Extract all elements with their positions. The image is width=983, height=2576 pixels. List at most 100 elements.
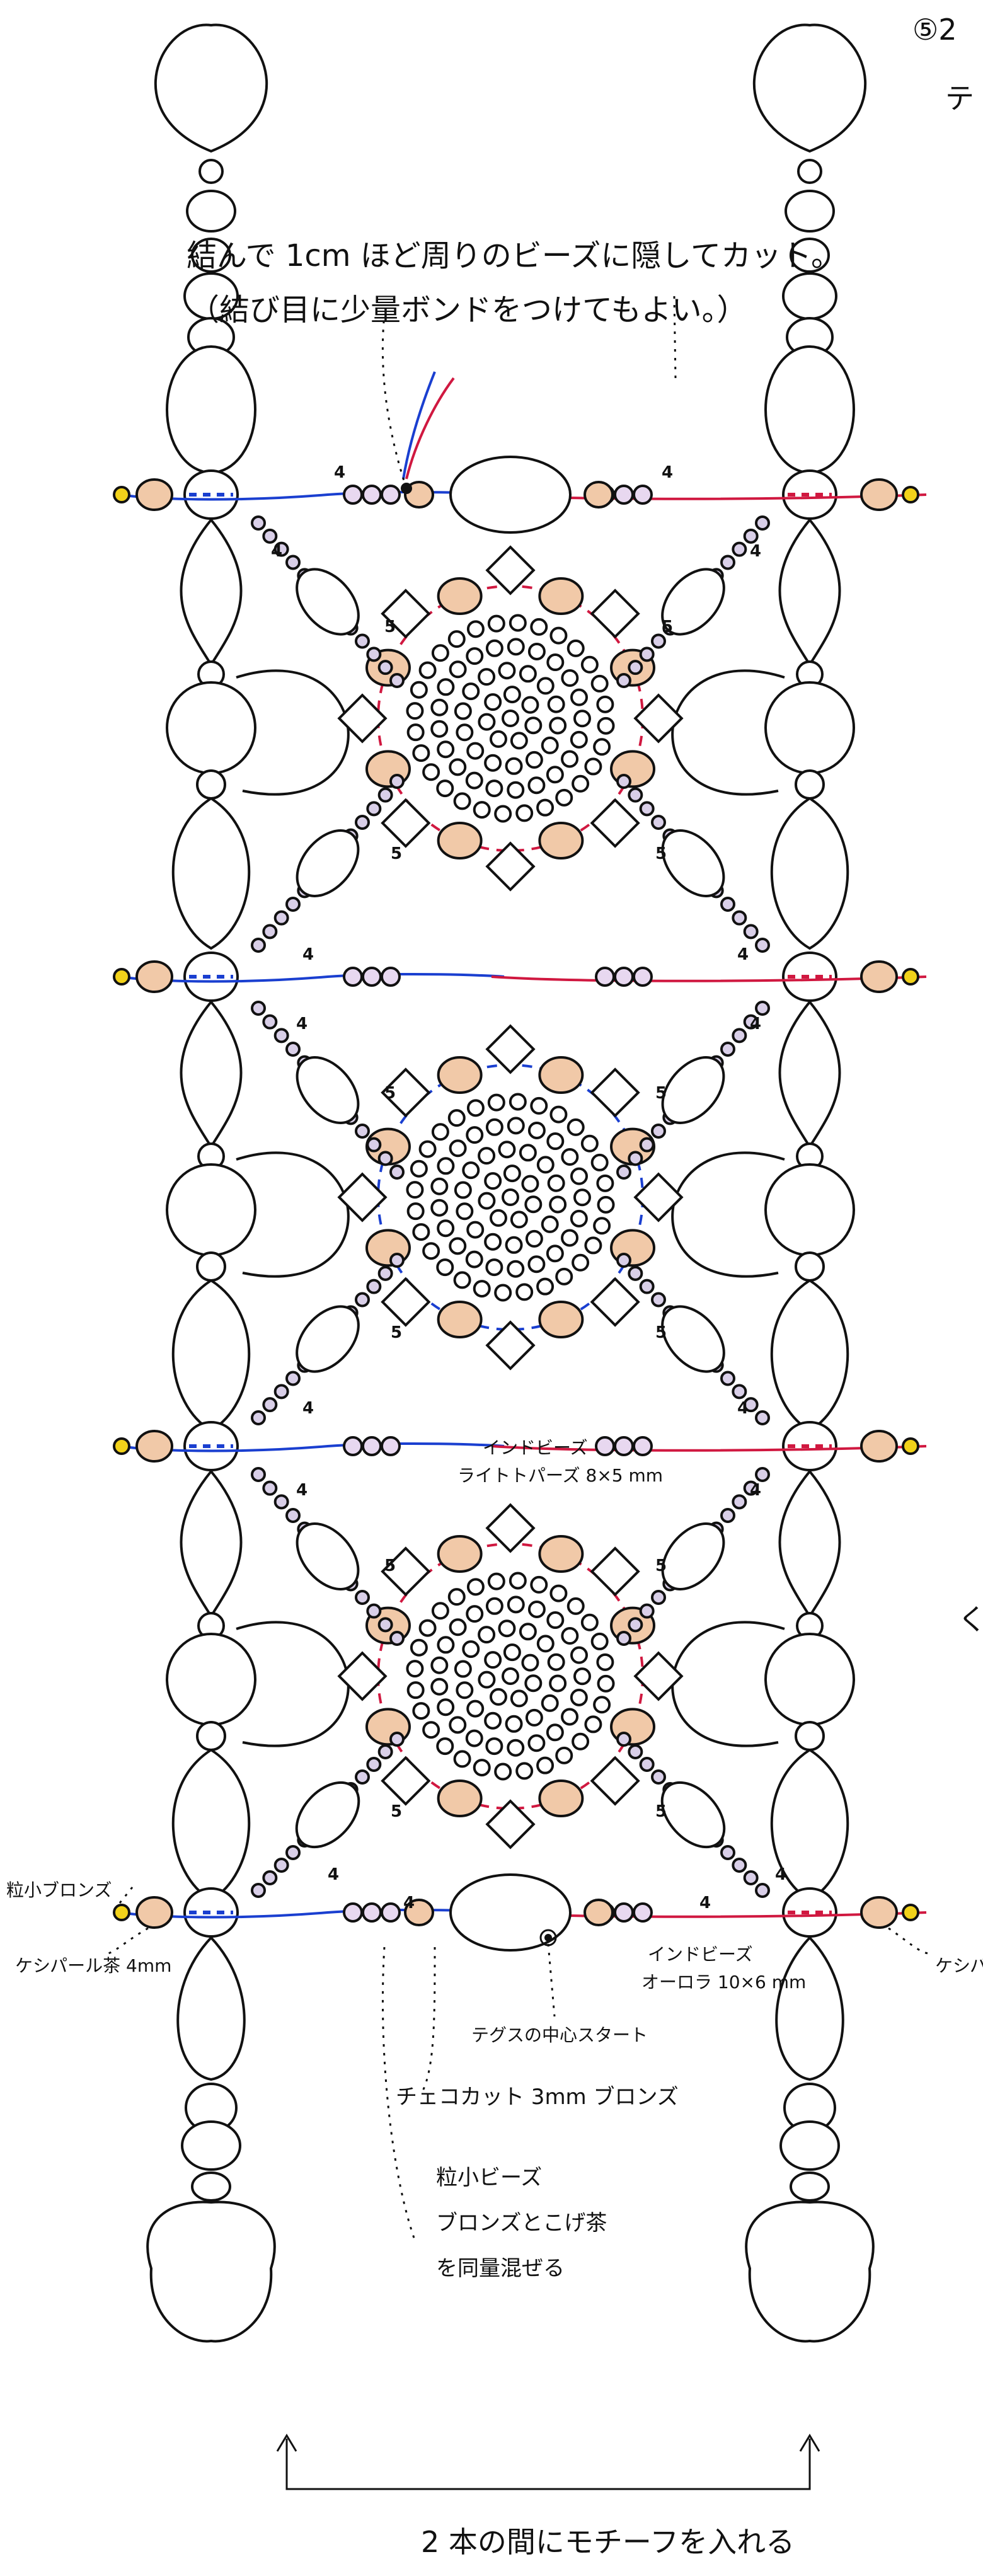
chain-right-connector-bead (782, 1421, 837, 1471)
seed-bead-strand (355, 633, 370, 649)
seed-bead-strand (355, 1590, 370, 1605)
czech-cut-bead (381, 1436, 401, 1456)
crystal-bead (485, 1799, 536, 1849)
chain-left-round (186, 190, 236, 233)
seed-bead (555, 788, 573, 807)
seed-bead (489, 730, 507, 748)
crystal-bead (590, 1277, 640, 1327)
bead-count-label: 4 (750, 1481, 762, 1500)
seed-bead (410, 681, 428, 699)
thread-red (491, 1445, 927, 1452)
seed-bead (536, 677, 555, 695)
chain-right-large-round (764, 681, 855, 774)
seed-bead (593, 1696, 611, 1714)
czech-cut-bead (633, 967, 653, 987)
seed-bead (494, 1762, 512, 1781)
chain-right-ring (671, 669, 785, 796)
chain-left-tassel (146, 2200, 276, 2343)
seed-bead (456, 1681, 474, 1699)
crystal-bead (381, 1546, 431, 1597)
seed-bead-strand (720, 1042, 735, 1057)
seed-bead-strand (732, 1384, 747, 1400)
seed-bead-strand (251, 938, 266, 953)
seed-bead-strand (616, 774, 631, 789)
seed-bead (437, 1698, 455, 1716)
chain-right-round (790, 238, 830, 273)
seed-bead-strand (755, 1001, 770, 1016)
seed-bead-strand (285, 1845, 301, 1860)
india-aurora-bead (449, 1873, 572, 1952)
seed-bead (509, 1093, 527, 1111)
seed-bead (430, 698, 449, 716)
thread-red (491, 975, 927, 982)
small-bronze-bead (902, 1904, 919, 1921)
seed-bead (530, 1575, 548, 1594)
seed-bead (547, 695, 565, 713)
seed-bead-strand (720, 1845, 735, 1860)
czech-cut-bead (633, 1436, 653, 1456)
seed-bead (430, 1199, 449, 1217)
seed-bead (570, 1646, 589, 1664)
seed-bead-strand (285, 1042, 301, 1057)
seed-bead (510, 1689, 528, 1708)
czech-cut-bead (614, 1902, 634, 1923)
seed-bead-strand (628, 1151, 643, 1166)
thread-blue (119, 490, 505, 501)
seed-bead (505, 1236, 523, 1254)
seed-bead (596, 695, 614, 713)
seed-bead (596, 1653, 614, 1671)
seed-bead (561, 750, 579, 768)
seed-bead (524, 1195, 543, 1214)
seed-bead-strand (262, 528, 278, 544)
seed-bead (590, 1632, 609, 1650)
seed-bead (536, 1635, 555, 1653)
seed-bead-strand (366, 647, 382, 662)
seed-bead (561, 1229, 579, 1247)
seed-bead (561, 1627, 579, 1645)
bead-count-label: 5 (391, 844, 403, 863)
small-bronze-bead (902, 968, 919, 986)
seed-bead (507, 638, 525, 656)
seed-bead (437, 740, 455, 759)
chain-right-large-round (764, 1633, 855, 1726)
seed-bead (437, 1219, 455, 1238)
seed-bead (466, 742, 485, 760)
seed-bead (437, 1636, 455, 1654)
seed-bead-strand (743, 924, 759, 940)
seed-bead (573, 1667, 591, 1686)
seed-bead (422, 1242, 440, 1260)
bead-count-label: 5 (384, 1084, 396, 1103)
czech-cut-bead (633, 485, 653, 505)
seed-bead-strand (628, 787, 643, 803)
india-topaz-bead (538, 1780, 584, 1818)
leader-line (547, 1943, 556, 2017)
accent-bead (583, 481, 614, 509)
seed-bead-strand (273, 1384, 289, 1400)
seed-bead (487, 1093, 505, 1112)
keshi-pearl (860, 1896, 898, 1929)
india-topaz-bead (437, 1055, 483, 1094)
seed-bead (524, 716, 543, 735)
seed-bead (570, 1209, 588, 1228)
seed-bead (510, 1210, 528, 1229)
leaf-drop-bead (295, 1781, 360, 1849)
seed-bead (406, 702, 424, 720)
czech-cut-bead (343, 485, 363, 505)
seed-bead (494, 805, 512, 823)
seed-bead-strand (251, 515, 266, 531)
seed-bead (536, 798, 555, 817)
seed-bead-strand (720, 555, 735, 570)
seed-bead (487, 1572, 505, 1590)
seed-bead-strand (720, 897, 735, 912)
accent-bead (404, 1899, 434, 1926)
seed-bead (436, 1737, 454, 1756)
seed-bead (485, 779, 503, 798)
seed-bead-strand (355, 1124, 370, 1139)
bead-count-label: 4 (750, 1015, 762, 1033)
step-number: ⑤2 (912, 13, 957, 47)
small-bronze-bead (902, 486, 919, 503)
seed-bead (437, 678, 455, 696)
chain-left-drop (171, 1279, 251, 1432)
bead-count-label: 5 (662, 618, 674, 636)
bead-count-label: 4 (271, 542, 283, 561)
